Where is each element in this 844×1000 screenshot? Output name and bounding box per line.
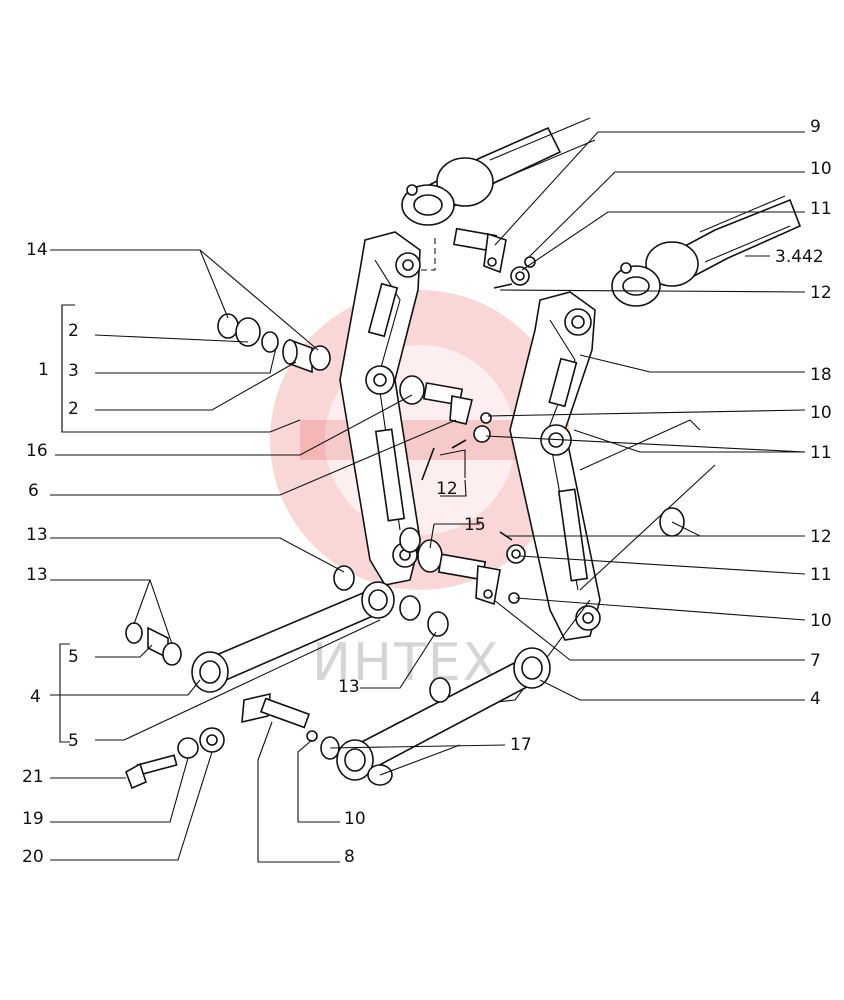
callout-12: 12	[810, 527, 832, 547]
callout-13: 13	[26, 525, 48, 545]
lower-pin-assembly	[399, 527, 526, 606]
callout-12: 12	[436, 479, 458, 499]
callout-2: 2	[68, 399, 79, 419]
watermark-text: ИНТЕХ	[312, 633, 500, 693]
callout-6: 6	[28, 481, 39, 501]
callout-10: 10	[810, 403, 832, 423]
callout-13: 13	[338, 677, 360, 697]
leader-lines	[50, 131, 806, 863]
callout-5: 5	[68, 647, 79, 667]
callout-15: 15	[464, 515, 486, 535]
callout-19: 19	[22, 809, 44, 829]
callout-10: 10	[810, 159, 832, 179]
callout-16: 16	[26, 441, 48, 461]
callout-10: 10	[344, 809, 366, 829]
callout-21: 21	[22, 767, 44, 787]
callout-18: 18	[810, 365, 832, 385]
lift-arm-right	[509, 291, 601, 641]
cylinder-left	[401, 117, 596, 226]
link-rod-right	[320, 647, 551, 786]
callout-9: 9	[810, 117, 821, 137]
callout-5: 5	[68, 731, 79, 751]
callout-11: 11	[810, 199, 832, 219]
callout-17: 17	[510, 735, 532, 755]
hardware-bolts	[125, 692, 318, 790]
callout-12: 12	[810, 283, 832, 303]
callout-14: 14	[26, 240, 48, 260]
callout-3442: 3.442	[775, 247, 824, 267]
middle-pin-assembly	[399, 375, 492, 481]
callout-4: 4	[810, 689, 821, 709]
callout-labels: 9 10 11 3.442 12 18 10 11 12 11 10 7 4 1…	[22, 117, 832, 867]
callout-11: 11	[810, 443, 832, 463]
callout-10: 10	[810, 611, 832, 631]
link-rod-left	[125, 565, 449, 693]
callout-8: 8	[344, 847, 355, 867]
callout-4: 4	[30, 687, 41, 707]
bushing-set-upper	[217, 313, 331, 374]
callout-3: 3	[68, 361, 79, 381]
callout-1: 1	[38, 360, 49, 380]
lift-arm-left	[339, 231, 421, 586]
upper-pin-assembly	[400, 227, 536, 289]
callout-20: 20	[22, 847, 44, 867]
callout-2: 2	[68, 321, 79, 341]
callout-13: 13	[26, 565, 48, 585]
callout-7: 7	[810, 651, 821, 671]
callout-11: 11	[810, 565, 832, 585]
cylinder-right	[611, 195, 802, 307]
